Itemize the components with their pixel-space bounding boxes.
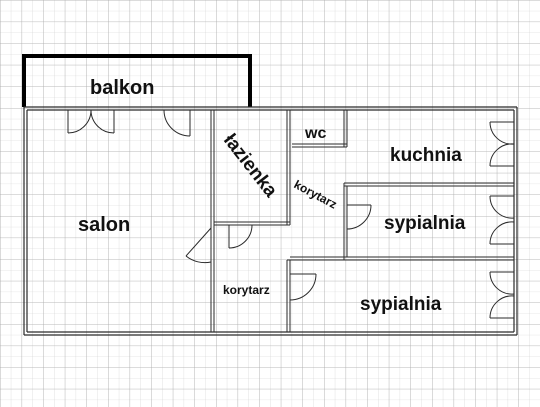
room-label-kuchnia: kuchnia [390,145,462,166]
bedroom-lower-door [289,273,317,301]
doors [67,109,372,301]
salon-door [185,227,212,264]
balcony-outline [22,54,252,107]
room-label-balkon: balkon [90,77,154,99]
room-label-salon: salon [78,214,130,236]
room-label-korytarz-lower: korytarz [223,283,270,297]
balcony-double-door [67,109,115,134]
outer-walls [23,106,518,336]
windows [489,121,515,319]
bathroom-door [228,224,253,249]
balcony-door [163,109,191,137]
room-label-wc: wc [304,125,326,142]
bedroom-upper-window [489,195,515,245]
bedroom-lower-window [489,271,515,319]
kitchen-window [489,121,515,167]
room-label-sypialnia-upper: sypialnia [384,213,466,234]
room-label-sypialnia-lower: sypialnia [360,294,442,315]
bedroom-upper-door [346,204,372,230]
